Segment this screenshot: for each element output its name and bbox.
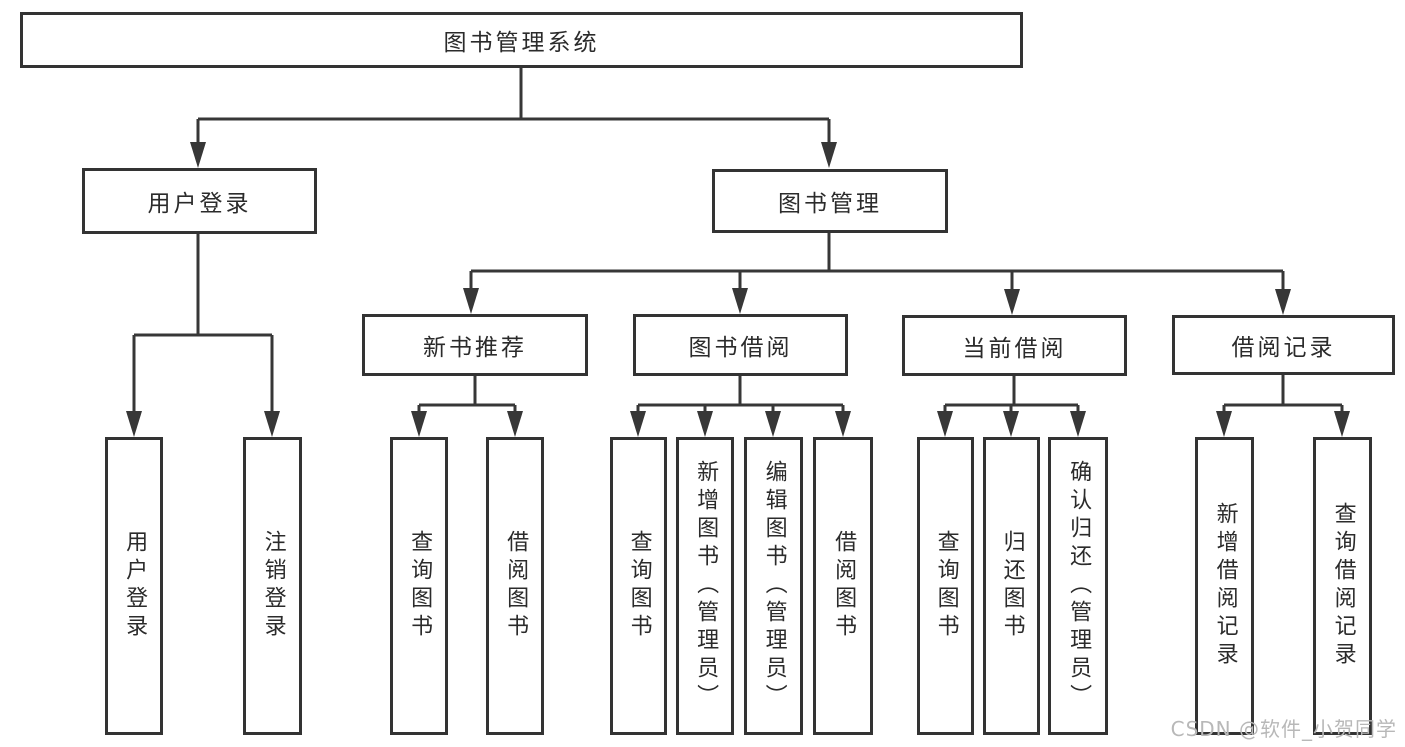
- leaf-logout: 注销登录: [243, 437, 302, 735]
- leaf-borrow-books-label: 借阅图书: [831, 530, 857, 642]
- leaf-logout-label: 注销登录: [260, 530, 286, 642]
- leaf-return-book-label: 归还图书: [999, 530, 1025, 642]
- leaf-borrow-books-recommend: 借阅图书: [486, 437, 544, 735]
- leaf-add-book-admin-label: 新增图书（管理员）: [693, 460, 719, 712]
- leaf-edit-book-admin: 编辑图书（管理员）: [744, 437, 803, 735]
- node-current-borrowing: 当前借阅: [902, 315, 1127, 376]
- leaf-query-books-borrowing-label: 查询图书: [626, 530, 652, 642]
- leaf-add-borrow-record: 新增借阅记录: [1195, 437, 1254, 735]
- node-borrowing-records: 借阅记录: [1172, 315, 1395, 375]
- leaf-query-borrow-record-label: 查询借阅记录: [1330, 502, 1356, 670]
- node-book-borrowing: 图书借阅: [633, 314, 848, 376]
- leaf-query-borrow-record: 查询借阅记录: [1313, 437, 1372, 735]
- node-new-book-recommend: 新书推荐: [362, 314, 588, 376]
- node-user-login: 用户登录: [82, 168, 317, 234]
- node-book-management: 图书管理: [712, 169, 948, 233]
- arrowheads: [126, 142, 1350, 437]
- node-library-system: 图书管理系统: [20, 12, 1023, 68]
- leaf-confirm-return-admin-label: 确认归还（管理员）: [1066, 460, 1092, 712]
- leaf-query-books-current-label: 查询图书: [933, 530, 959, 642]
- leaf-query-books-recommend: 查询图书: [390, 437, 448, 735]
- leaf-add-borrow-record-label: 新增借阅记录: [1212, 502, 1238, 670]
- leaf-add-book-admin: 新增图书（管理员）: [676, 437, 734, 735]
- csdn-watermark: CSDN @软件_小贺同学: [1170, 717, 1397, 741]
- leaf-user-login-label: 用户登录: [122, 530, 148, 642]
- leaf-query-books-borrowing: 查询图书: [610, 437, 667, 735]
- leaf-query-books-current: 查询图书: [917, 437, 974, 735]
- leaf-confirm-return-admin: 确认归还（管理员）: [1048, 437, 1108, 735]
- leaf-return-book: 归还图书: [983, 437, 1040, 735]
- leaf-user-login: 用户登录: [105, 437, 163, 735]
- leaf-edit-book-admin-label: 编辑图书（管理员）: [761, 460, 787, 712]
- leaf-borrow-books: 借阅图书: [813, 437, 873, 735]
- leaf-query-books-recommend-label: 查询图书: [407, 530, 433, 642]
- leaf-borrow-books-recommend-label: 借阅图书: [503, 530, 529, 642]
